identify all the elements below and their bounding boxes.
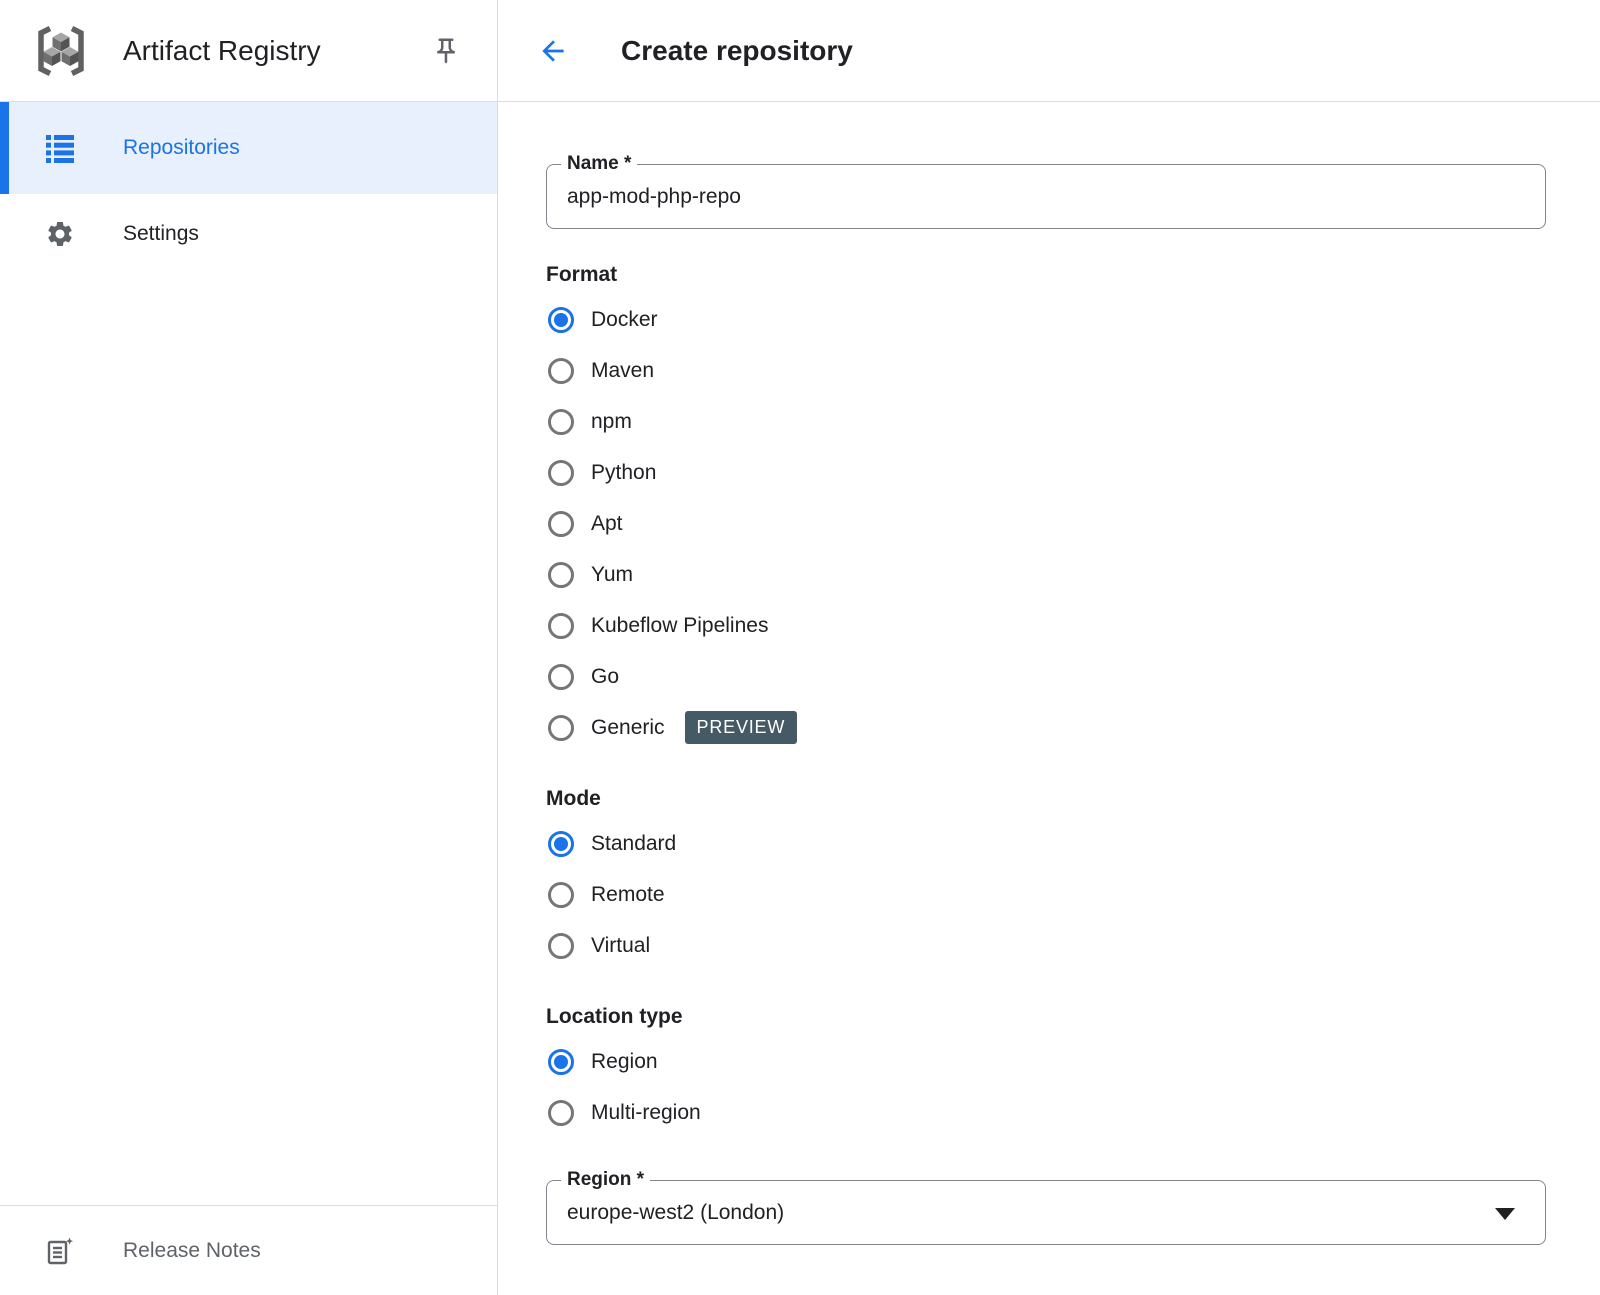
radio-selected-icon[interactable] xyxy=(548,1048,574,1075)
sidebar-item-label: Repositories xyxy=(123,136,240,159)
radio-unselected-icon[interactable] xyxy=(548,357,574,384)
radio-option-python[interactable]: Python xyxy=(546,447,1600,498)
gear-icon xyxy=(48,222,72,246)
artifact-registry-logo xyxy=(38,25,84,76)
radio-unselected-icon[interactable] xyxy=(548,612,574,639)
radio-label: Yum xyxy=(591,562,634,586)
radio-option-remote[interactable]: Remote xyxy=(546,869,1600,920)
pin-icon[interactable] xyxy=(431,36,461,66)
region-select[interactable]: Region * europe-west2 (London) xyxy=(546,1169,1546,1245)
radio-unselected-icon[interactable] xyxy=(548,408,574,435)
radio-label: Maven xyxy=(591,358,655,382)
radio-option-apt[interactable]: Apt xyxy=(546,498,1600,549)
sidebar-title: Artifact Registry xyxy=(123,34,321,66)
radio-label: Standard xyxy=(591,831,677,855)
region-selected-value: europe-west2 (London) xyxy=(567,1200,785,1224)
radio-label: Docker xyxy=(591,307,658,331)
radio-label: Apt xyxy=(591,511,623,535)
list-icon xyxy=(46,135,74,163)
radio-option-kubeflow-pipelines[interactable]: Kubeflow Pipelines xyxy=(546,600,1600,651)
radio-label: Virtual xyxy=(591,933,651,957)
page-title: Create repository xyxy=(621,34,853,66)
dropdown-arrow-icon xyxy=(1495,1207,1515,1220)
radio-label: Kubeflow Pipelines xyxy=(591,613,769,637)
back-arrow-icon[interactable] xyxy=(537,35,569,67)
radio-label: Remote xyxy=(591,882,665,906)
radio-selected-icon[interactable] xyxy=(548,830,574,857)
radio-option-generic[interactable]: Generic PREVIEW xyxy=(546,702,1600,753)
radio-option-docker[interactable]: Docker xyxy=(546,294,1600,345)
section-title: Format xyxy=(546,263,618,286)
sidebar-nav: Repositories Settings xyxy=(0,102,497,274)
sidebar-item-settings[interactable]: Settings xyxy=(0,194,497,274)
name-input[interactable] xyxy=(567,184,1507,209)
sidebar-header: Artifact Registry xyxy=(0,0,497,102)
radio-unselected-icon[interactable] xyxy=(548,881,574,908)
radio-unselected-icon[interactable] xyxy=(548,561,574,588)
name-field-label: Name * xyxy=(561,153,638,175)
radio-unselected-icon[interactable] xyxy=(548,1099,574,1126)
preview-badge: PREVIEW xyxy=(684,711,798,744)
radio-unselected-icon[interactable] xyxy=(548,663,574,690)
radio-label: Python xyxy=(591,460,657,484)
region-field-label: Region * xyxy=(561,1169,651,1191)
release-notes-link[interactable]: Release Notes xyxy=(0,1205,497,1295)
sidebar-item-repositories[interactable]: Repositories xyxy=(0,102,497,194)
release-notes-label: Release Notes xyxy=(123,1238,261,1262)
radio-option-maven[interactable]: Maven xyxy=(546,345,1600,396)
radio-selected-icon[interactable] xyxy=(548,306,574,333)
sidebar-item-label: Settings xyxy=(123,222,199,245)
radio-label: Generic xyxy=(591,715,665,739)
radio-option-yum[interactable]: Yum xyxy=(546,549,1600,600)
page-header: Create repository xyxy=(498,0,1600,102)
radio-label: Region xyxy=(591,1049,658,1073)
radio-option-go[interactable]: Go xyxy=(546,651,1600,702)
radio-label: Go xyxy=(591,664,620,688)
radio-label: npm xyxy=(591,409,632,433)
release-notes-icon xyxy=(47,1237,74,1264)
sidebar: Artifact Registry Repositories xyxy=(0,0,498,1295)
radio-unselected-icon[interactable] xyxy=(548,714,574,741)
radio-option-virtual[interactable]: Virtual xyxy=(546,920,1600,971)
radio-unselected-icon[interactable] xyxy=(548,510,574,537)
radio-option-standard[interactable]: Standard xyxy=(546,818,1600,869)
section-title: Location type xyxy=(546,1005,683,1028)
radio-label: Multi-region xyxy=(591,1100,701,1124)
radio-unselected-icon[interactable] xyxy=(548,932,574,959)
radio-unselected-icon[interactable] xyxy=(548,459,574,486)
radio-option-multi-region[interactable]: Multi-region xyxy=(546,1087,1600,1138)
main-panel: Create repository Name * FormatDockerMav… xyxy=(498,0,1600,1295)
radio-option-npm[interactable]: npm xyxy=(546,396,1600,447)
name-field[interactable]: Name * xyxy=(546,153,1546,229)
radio-option-region[interactable]: Region xyxy=(546,1036,1600,1087)
section-title: Mode xyxy=(546,787,601,810)
